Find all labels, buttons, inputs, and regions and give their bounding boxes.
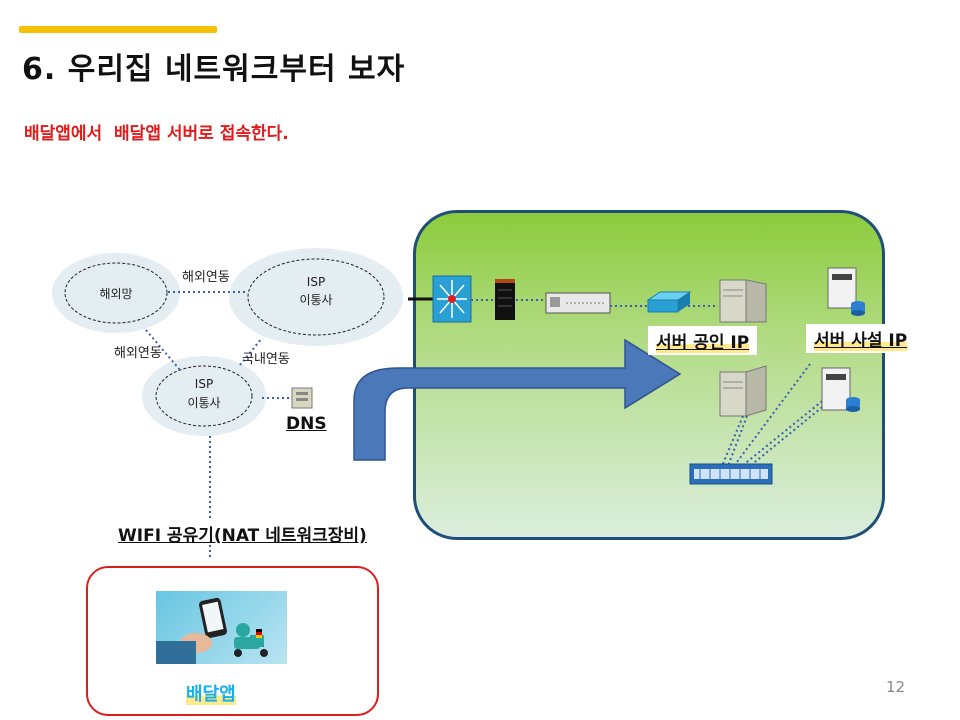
overseas-link-label-left: 해외연동 (114, 346, 162, 361)
public-server-icon (719, 279, 767, 323)
title-accent-bar (19, 26, 217, 33)
cloud-isp-top (229, 248, 403, 346)
private-ip-label: 서버 사설 IP (806, 324, 916, 353)
flow-arrow (353, 338, 682, 461)
public-ip-label: 서버 공인 IP (648, 326, 758, 355)
dotted-links (145, 291, 827, 560)
router-appliance-icon (545, 292, 611, 314)
isp-bottom-label-2: 이통사 (187, 396, 221, 410)
private-ip-text: 서버 사설 IP (814, 331, 908, 351)
dns-server-icon (291, 387, 313, 409)
private-server-tower-icon (719, 365, 767, 417)
page-number: 12 (886, 678, 906, 696)
public-ip-text: 서버 공인 IP (656, 333, 750, 353)
l2-switch-icon (646, 291, 692, 313)
isp-top-label-1: ISP (306, 275, 326, 289)
db-server-icon-bottom (821, 367, 860, 412)
db-server-icon-top (827, 267, 865, 316)
overseas-network-label: 해외망 (99, 287, 133, 301)
delivery-app-image (156, 591, 287, 664)
firewall-icon (495, 279, 515, 320)
isp-top-label-2: 이통사 (299, 293, 333, 307)
core-switch-icon (432, 275, 472, 323)
cloud-isp-bottom (142, 356, 266, 436)
rack-switch-icon (689, 463, 773, 485)
isp-bottom-label-1: ISP (194, 377, 214, 391)
app-label: 배달앱 (186, 680, 236, 706)
cloud-overseas (52, 253, 180, 333)
app-label-text: 배달앱 (186, 684, 236, 705)
dns-label: DNS (286, 414, 327, 434)
domestic-link-label: 국내연동 (242, 352, 290, 367)
overseas-link-label-top: 해외연동 (182, 270, 230, 285)
wifi-router-label: WIFI 공유기(NAT 네트워크장비) (118, 526, 367, 546)
slide-title: 6. 우리집 네트워크부터 보자 (22, 52, 406, 87)
slide-subtitle: 배달앱에서 배달앱 서버로 접속한다. (24, 124, 289, 144)
